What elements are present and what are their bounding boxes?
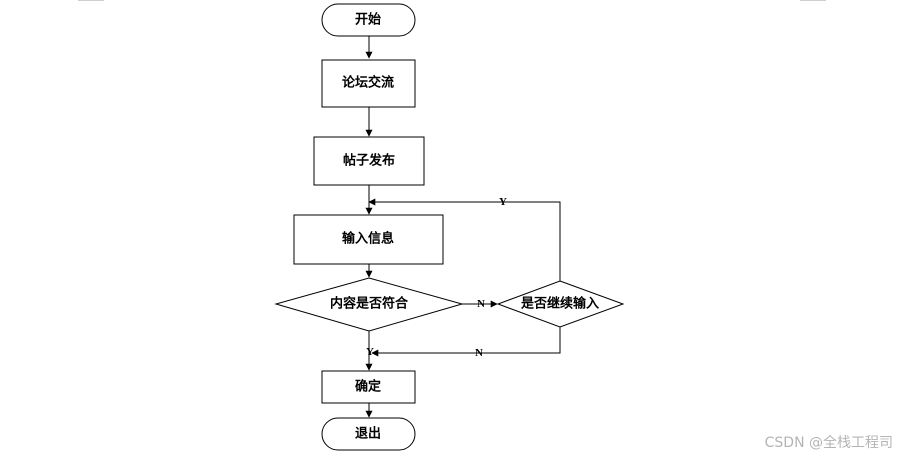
input-box [293, 214, 444, 265]
confirm-label: 确定 [355, 379, 381, 395]
edge-continue-yes [368, 198, 561, 281]
edge-continue-no [371, 327, 561, 357]
confirm-box [321, 370, 416, 404]
continue-decision [496, 280, 625, 328]
post-box [313, 136, 425, 186]
post-label: 帖子发布 [343, 153, 395, 169]
input-label: 输入信息 [342, 231, 394, 247]
check-decision [274, 277, 464, 332]
start-label: 开始 [355, 12, 381, 28]
check-no-label: N [477, 298, 485, 310]
continue-no-label: N [475, 347, 483, 359]
check-yes-label: Y [366, 346, 374, 358]
exit-terminal [321, 417, 416, 451]
continue-label: 是否继续输入 [520, 296, 599, 312]
exit-label: 退出 [355, 426, 381, 442]
forum-label: 论坛交流 [342, 75, 394, 91]
forum-box [321, 59, 416, 108]
start-terminal [321, 3, 416, 37]
continue-yes-label: Y [499, 196, 507, 208]
check-label: 内容是否符合 [330, 296, 409, 312]
watermark: CSDN @全栈工程司 [765, 434, 893, 451]
